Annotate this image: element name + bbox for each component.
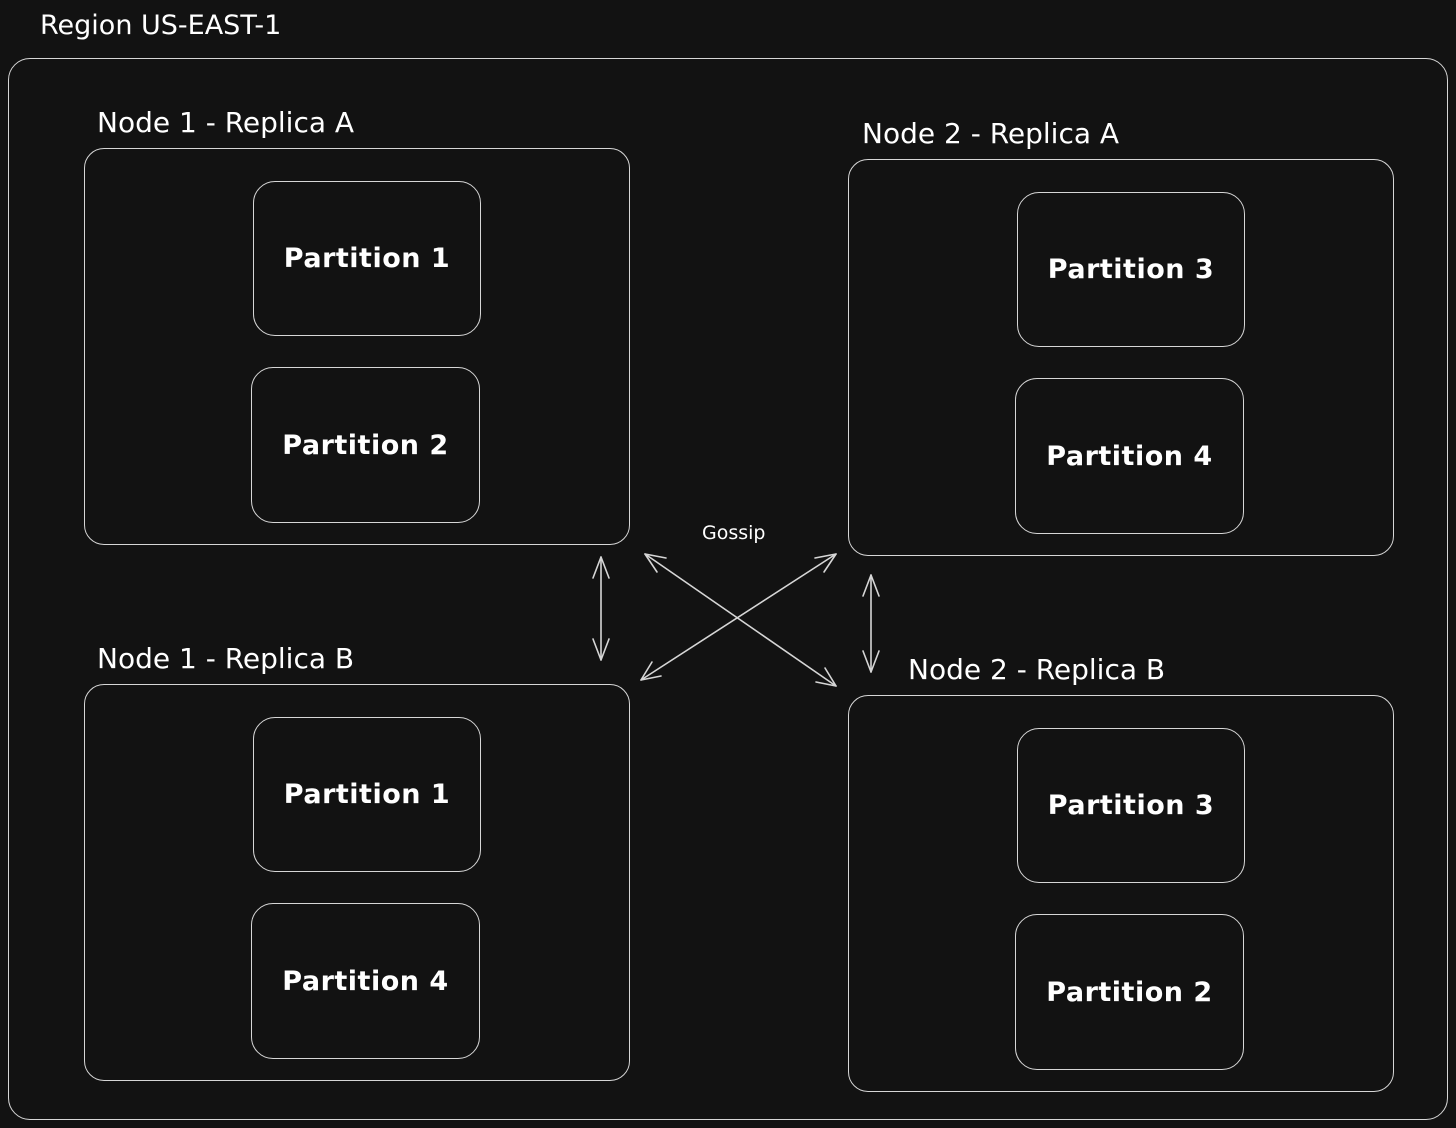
node-2-replica-b <box>848 695 1394 1092</box>
arrow-node2a-node1b <box>640 553 837 681</box>
node-1-replica-b-title: Node 1 - Replica B <box>97 642 355 675</box>
partition-box: Partition 1 <box>253 717 481 872</box>
partition-box: Partition 2 <box>1015 914 1244 1070</box>
arrow-node2a-node2b <box>862 574 880 673</box>
gossip-label: Gossip <box>702 522 766 544</box>
node-2-replica-a-title: Node 2 - Replica A <box>862 117 1120 150</box>
partition-box: Partition 1 <box>253 181 481 336</box>
arrow-node1a-node2b <box>644 553 837 687</box>
arrow-node1a-node1b <box>592 556 610 661</box>
partition-box: Partition 4 <box>251 903 480 1059</box>
partition-box: Partition 3 <box>1017 728 1245 883</box>
node-1-replica-a <box>84 148 630 545</box>
partition-box: Partition 2 <box>251 367 480 523</box>
node-2-replica-b-title: Node 2 - Replica B <box>908 653 1166 686</box>
node-1-replica-b <box>84 684 630 1081</box>
node-2-replica-a <box>848 159 1394 556</box>
node-1-replica-a-title: Node 1 - Replica A <box>97 106 355 139</box>
region-title: Region US-EAST-1 <box>40 10 282 41</box>
partition-box: Partition 3 <box>1017 192 1245 347</box>
partition-box: Partition 4 <box>1015 378 1244 534</box>
region-container <box>8 58 1448 1120</box>
